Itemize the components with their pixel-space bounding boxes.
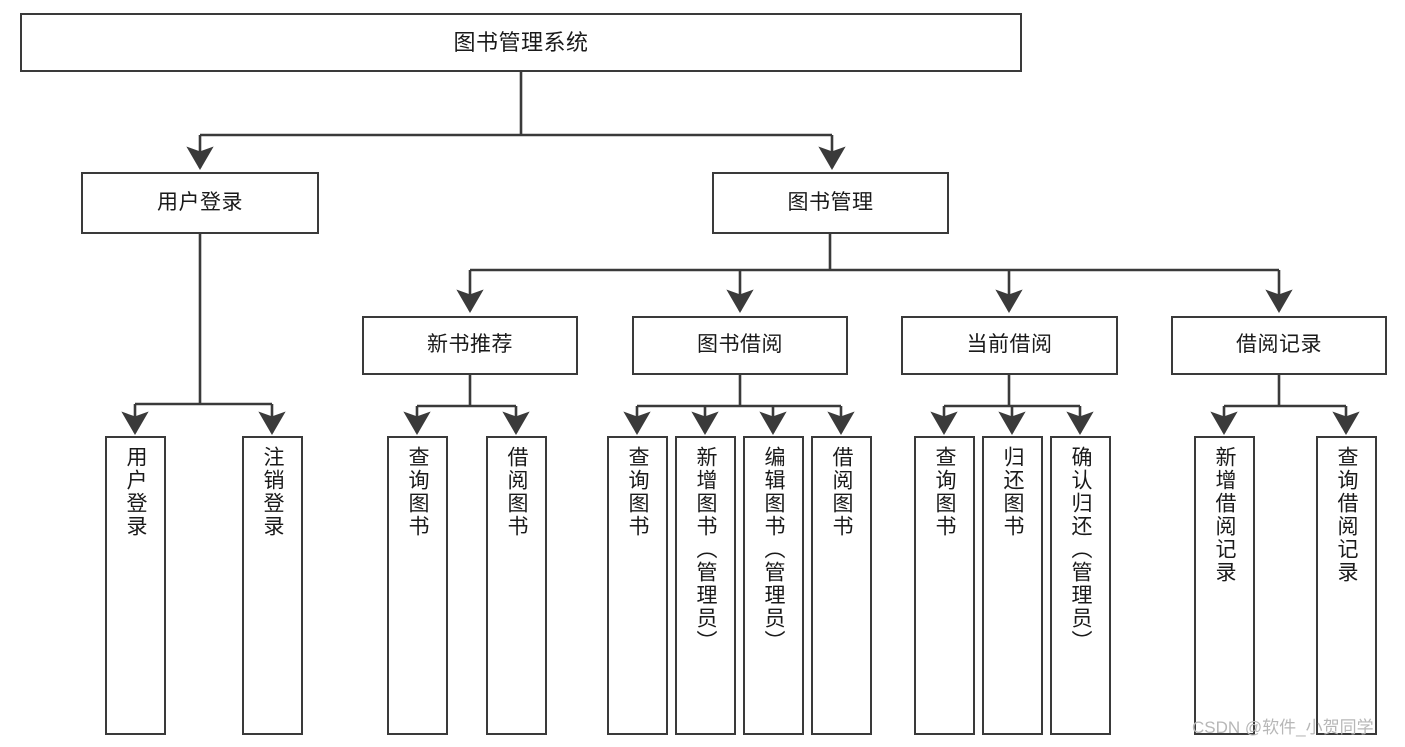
leaf-logout[interactable]: 注销登录 [242,436,303,735]
leaf-add-borrow-record-label: 新增借阅记录 [1213,446,1236,584]
leaf-add-borrow-record[interactable]: 新增借阅记录 [1194,436,1255,735]
leaf-query-borrow-record[interactable]: 查询借阅记录 [1316,436,1377,735]
leaf-query-book-3[interactable]: 查询图书 [914,436,975,735]
leaf-confirm-return[interactable]: 确认归还（管理员） [1050,436,1111,735]
leaf-borrow-book-1-label: 借阅图书 [505,446,528,538]
leaf-query-borrow-record-label: 查询借阅记录 [1335,446,1358,584]
node-root-label: 图书管理系统 [453,29,589,55]
leaf-borrow-book-2[interactable]: 借阅图书 [811,436,872,735]
node-user-login-label: 用户登录 [157,190,243,214]
leaf-user-login[interactable]: 用户登录 [105,436,166,735]
node-book-borrow[interactable]: 图书借阅 [632,316,848,375]
leaf-query-book-2[interactable]: 查询图书 [607,436,668,735]
node-book-borrow-label: 图书借阅 [697,333,783,357]
watermark-text: CSDN @软件_小贺同学 [1192,718,1374,737]
leaf-return-book-label: 归还图书 [1001,446,1024,538]
leaf-logout-label: 注销登录 [261,446,284,538]
leaf-query-book-1-label: 查询图书 [406,446,429,538]
leaf-add-book-label: 新增图书（管理员） [694,446,717,653]
leaf-edit-book-label: 编辑图书（管理员） [762,446,785,653]
node-new-book-recommend[interactable]: 新书推荐 [362,316,578,375]
node-borrow-record-label: 借阅记录 [1236,333,1322,357]
leaf-edit-book[interactable]: 编辑图书（管理员） [743,436,804,735]
leaf-confirm-return-label: 确认归还（管理员） [1069,446,1092,653]
leaf-return-book[interactable]: 归还图书 [982,436,1043,735]
node-current-borrow-label: 当前借阅 [966,333,1053,357]
leaf-user-login-label: 用户登录 [124,446,147,538]
leaf-borrow-book-1[interactable]: 借阅图书 [486,436,547,735]
node-root[interactable]: 图书管理系统 [20,13,1022,72]
leaf-query-book-1[interactable]: 查询图书 [387,436,448,735]
node-borrow-record[interactable]: 借阅记录 [1171,316,1387,375]
node-book-manage[interactable]: 图书管理 [712,172,949,234]
node-current-borrow[interactable]: 当前借阅 [901,316,1118,375]
leaf-borrow-book-2-label: 借阅图书 [830,446,853,538]
node-book-manage-label: 图书管理 [787,190,874,214]
leaf-add-book[interactable]: 新增图书（管理员） [675,436,736,735]
node-new-book-recommend-label: 新书推荐 [427,333,513,357]
node-user-login[interactable]: 用户登录 [81,172,319,234]
leaf-query-book-3-label: 查询图书 [933,446,956,538]
leaf-query-book-2-label: 查询图书 [626,446,649,538]
